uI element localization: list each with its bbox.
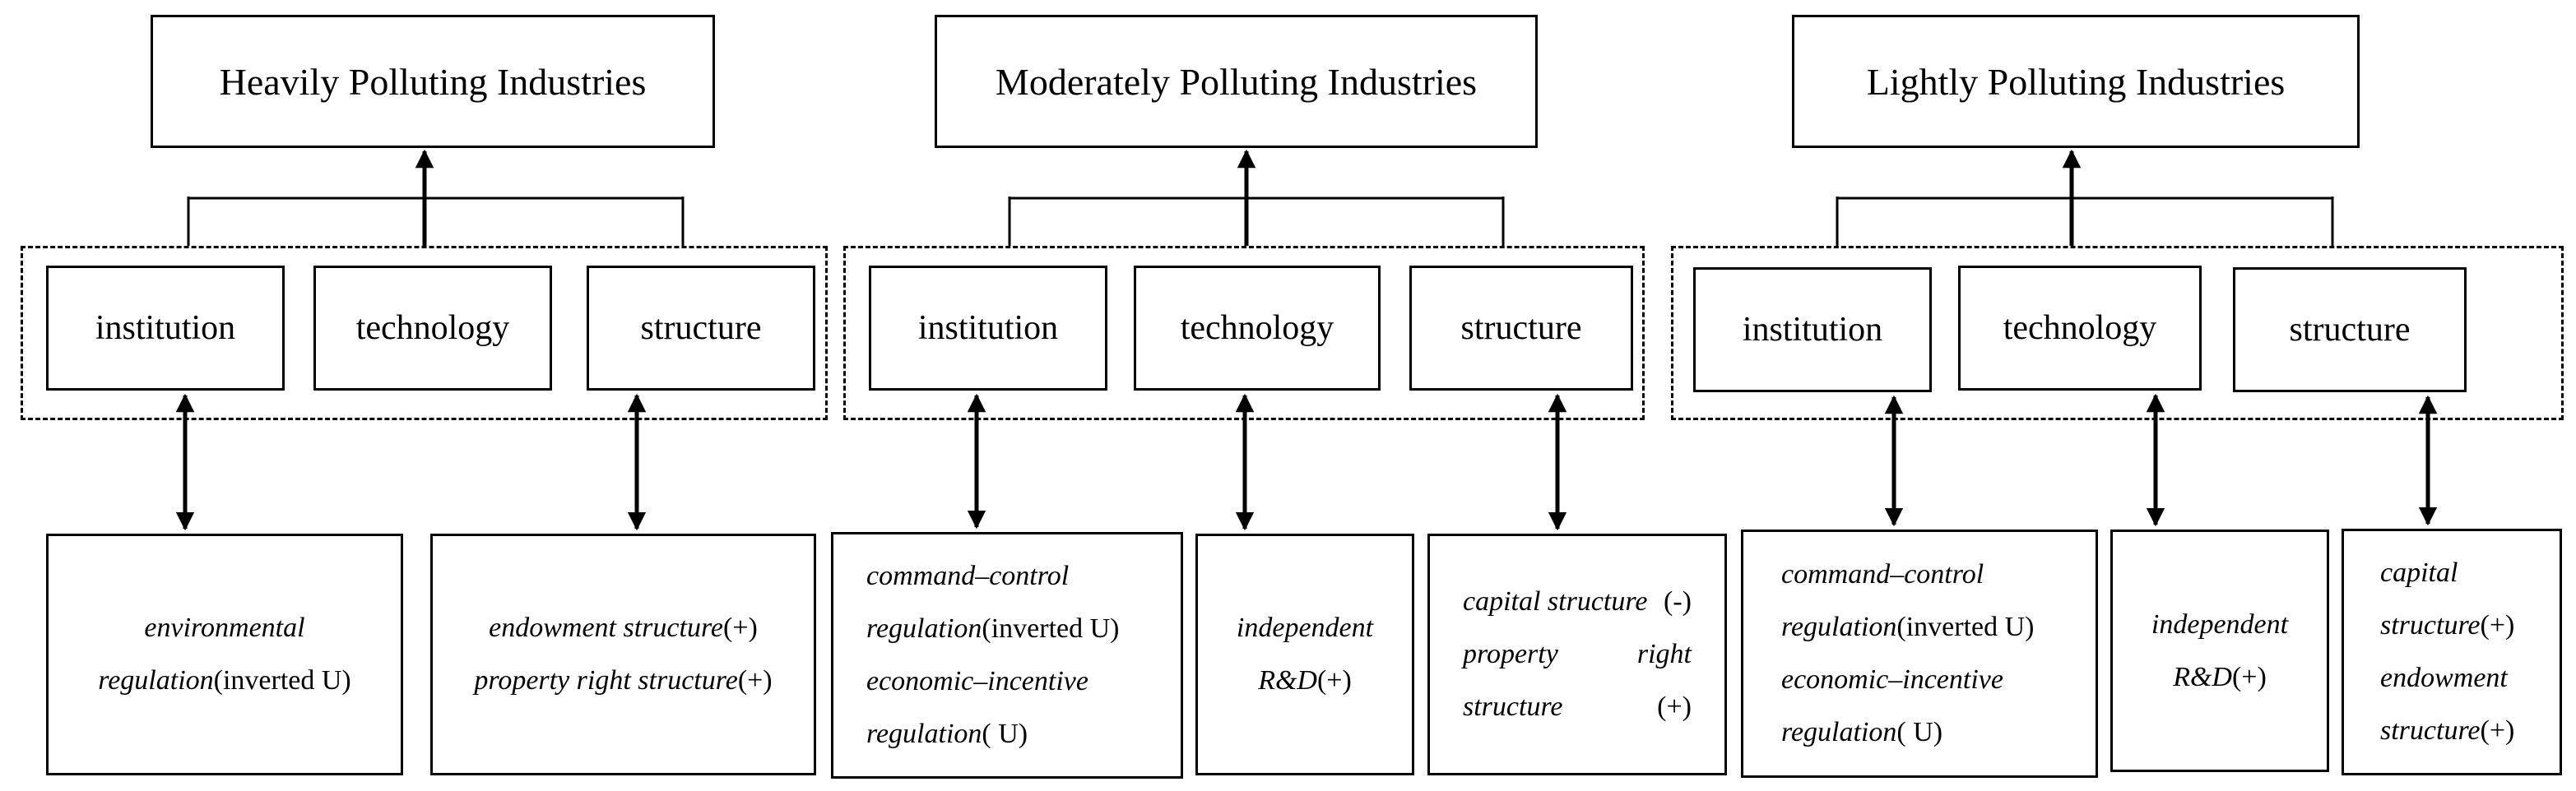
group-2-frame <box>843 246 1645 420</box>
detail-text: (inverted U) <box>982 613 1120 644</box>
detail-text: command–control <box>866 561 1070 591</box>
group-2-title: Moderately Polluting Industries <box>935 15 1538 148</box>
detail-text: economic–incentive <box>1781 664 2003 695</box>
detail-text: structure <box>1463 692 1563 722</box>
detail-text: structure <box>2380 715 2481 746</box>
detail-line: economic–incentive <box>1781 654 2096 706</box>
group-1-title: Heavily Polluting Industries <box>151 15 715 148</box>
detail-line: property right structure(+) <box>433 655 814 707</box>
detail-line: regulation( U) <box>1781 706 2096 759</box>
detail-line: independent <box>1198 602 1412 655</box>
detail-text: command–control <box>1781 559 1984 590</box>
detail-text: regulation <box>98 665 214 696</box>
group-1-frame <box>21 246 828 420</box>
detail-line: regulation(inverted U) <box>866 603 1181 655</box>
detail-text: independent <box>1236 613 1374 643</box>
detail-text: endowment <box>2380 663 2508 693</box>
detail-line: command–control <box>866 550 1181 603</box>
detail-text: (+) <box>1657 692 1692 722</box>
detail-text: ( U) <box>1896 717 1943 747</box>
detail-text: regulation <box>1781 612 1897 642</box>
group-3-institution-box: institution <box>1693 267 1932 392</box>
group-3-title: Lightly Polluting Industries <box>1792 15 2360 148</box>
group-3-frame <box>1671 246 2564 420</box>
detail-text: (inverted U) <box>1896 612 2035 642</box>
detail-text: (+) <box>1316 665 1352 696</box>
detail-text: (+) <box>723 613 758 643</box>
detail-text: economic–incentive <box>866 666 1088 696</box>
detail-text: independent <box>2151 608 2289 640</box>
detail-text: R&D <box>2173 661 2232 692</box>
detail-text: right <box>1636 639 1692 669</box>
group-1-institution-detail: environmental regulation(inverted U) <box>46 534 403 775</box>
group-3-structure-box: structure <box>2233 267 2467 392</box>
detail-text: (+) <box>2480 610 2515 641</box>
detail-text: property right structure <box>474 665 738 696</box>
detail-line: structure(+) <box>2380 599 2560 652</box>
group-2-institution-box: institution <box>869 266 1107 391</box>
detail-line: endowment <box>2380 652 2560 705</box>
detail-line: endowment structure(+) <box>433 602 814 655</box>
detail-line: economic–incentive <box>866 655 1181 708</box>
detail-text: ( U) <box>982 719 1028 749</box>
detail-text: (-) <box>1664 586 1692 617</box>
group-2-technology-box: technology <box>1134 266 1381 391</box>
detail-line: regulation(inverted U) <box>49 655 401 707</box>
group-1-structure-box: structure <box>587 266 815 391</box>
detail-line: command–control <box>1781 548 2096 601</box>
detail-text: (+) <box>2231 661 2267 692</box>
detail-text: property <box>1463 639 1558 669</box>
detail-text: endowment structure <box>489 613 724 643</box>
detail-line: structure (+) <box>1463 681 1692 733</box>
detail-line: regulation( U) <box>866 708 1181 761</box>
detail-line: capital structure (-) <box>1463 576 1692 628</box>
detail-line: capital <box>2380 547 2560 599</box>
detail-line: independent <box>2113 599 2327 651</box>
detail-text: environmental <box>144 613 305 643</box>
detail-text: regulation <box>1781 717 1897 747</box>
detail-text: capital structure <box>1463 586 1648 617</box>
detail-text: capital <box>2380 557 2458 588</box>
detail-line: R&D(+) <box>1198 655 1412 707</box>
group-2-structure-box: structure <box>1409 266 1633 391</box>
group-3-technology-box: technology <box>1958 266 2202 391</box>
detail-text: structure <box>2380 610 2481 641</box>
detail-text: R&D <box>1258 665 1317 696</box>
detail-text: regulation <box>866 719 982 749</box>
detail-line: structure(+) <box>2380 705 2560 757</box>
detail-line: regulation(inverted U) <box>1781 601 2096 654</box>
detail-text: (inverted U) <box>213 665 351 696</box>
group-2-structure-detail: capital structure (-) property right structu… <box>1427 534 1727 775</box>
group-1-structure-detail: endowment structure(+)property right str… <box>430 534 816 775</box>
group-1-institution-box: institution <box>46 266 285 391</box>
group-1-technology-box: technology <box>313 266 552 391</box>
detail-text: (+) <box>737 665 773 696</box>
detail-line: environmental <box>49 602 401 655</box>
detail-text: (+) <box>2480 715 2515 746</box>
detail-line: R&D(+) <box>2113 651 2327 704</box>
detail-text: regulation <box>866 613 982 644</box>
detail-line: property right <box>1463 628 1692 681</box>
